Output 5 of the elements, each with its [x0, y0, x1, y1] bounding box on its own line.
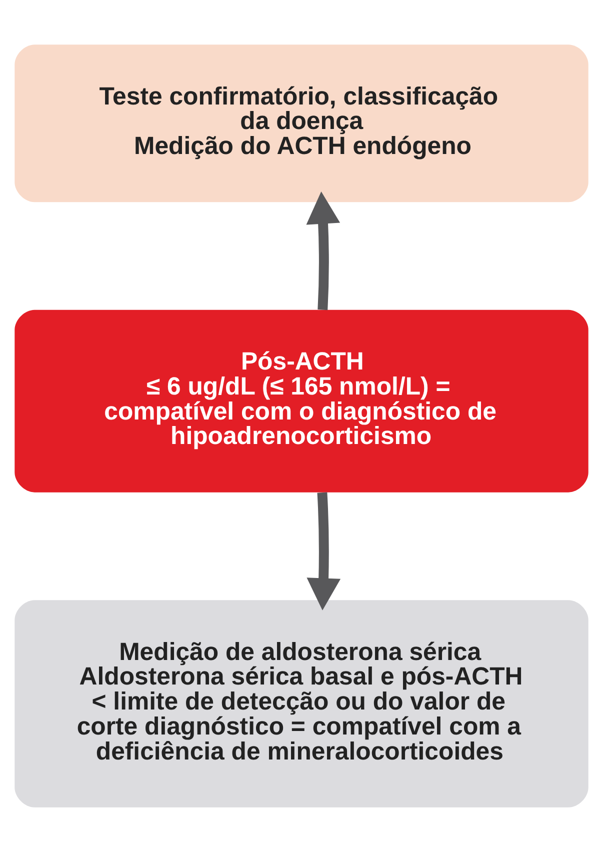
arrow: [306, 192, 340, 310]
node-box: Teste confirmatório, classificação da doença Medição do ACTH endógeno: [14, 44, 588, 202]
node-box: Pós-ACTH ≤ 6 ug/dL (≤ 165 nmol/L) = compatível com o diagnóstico de hipoadrenocorticismo: [14, 310, 588, 492]
node-box: Medição de aldosterona sérica Aldosterona sérica basal e pós-ACTH < limite de detecção ou do valor de corte diagnóstico = compatível com a deficiência de mineralocorticoides: [14, 600, 588, 808]
arrow: [306, 492, 341, 610]
